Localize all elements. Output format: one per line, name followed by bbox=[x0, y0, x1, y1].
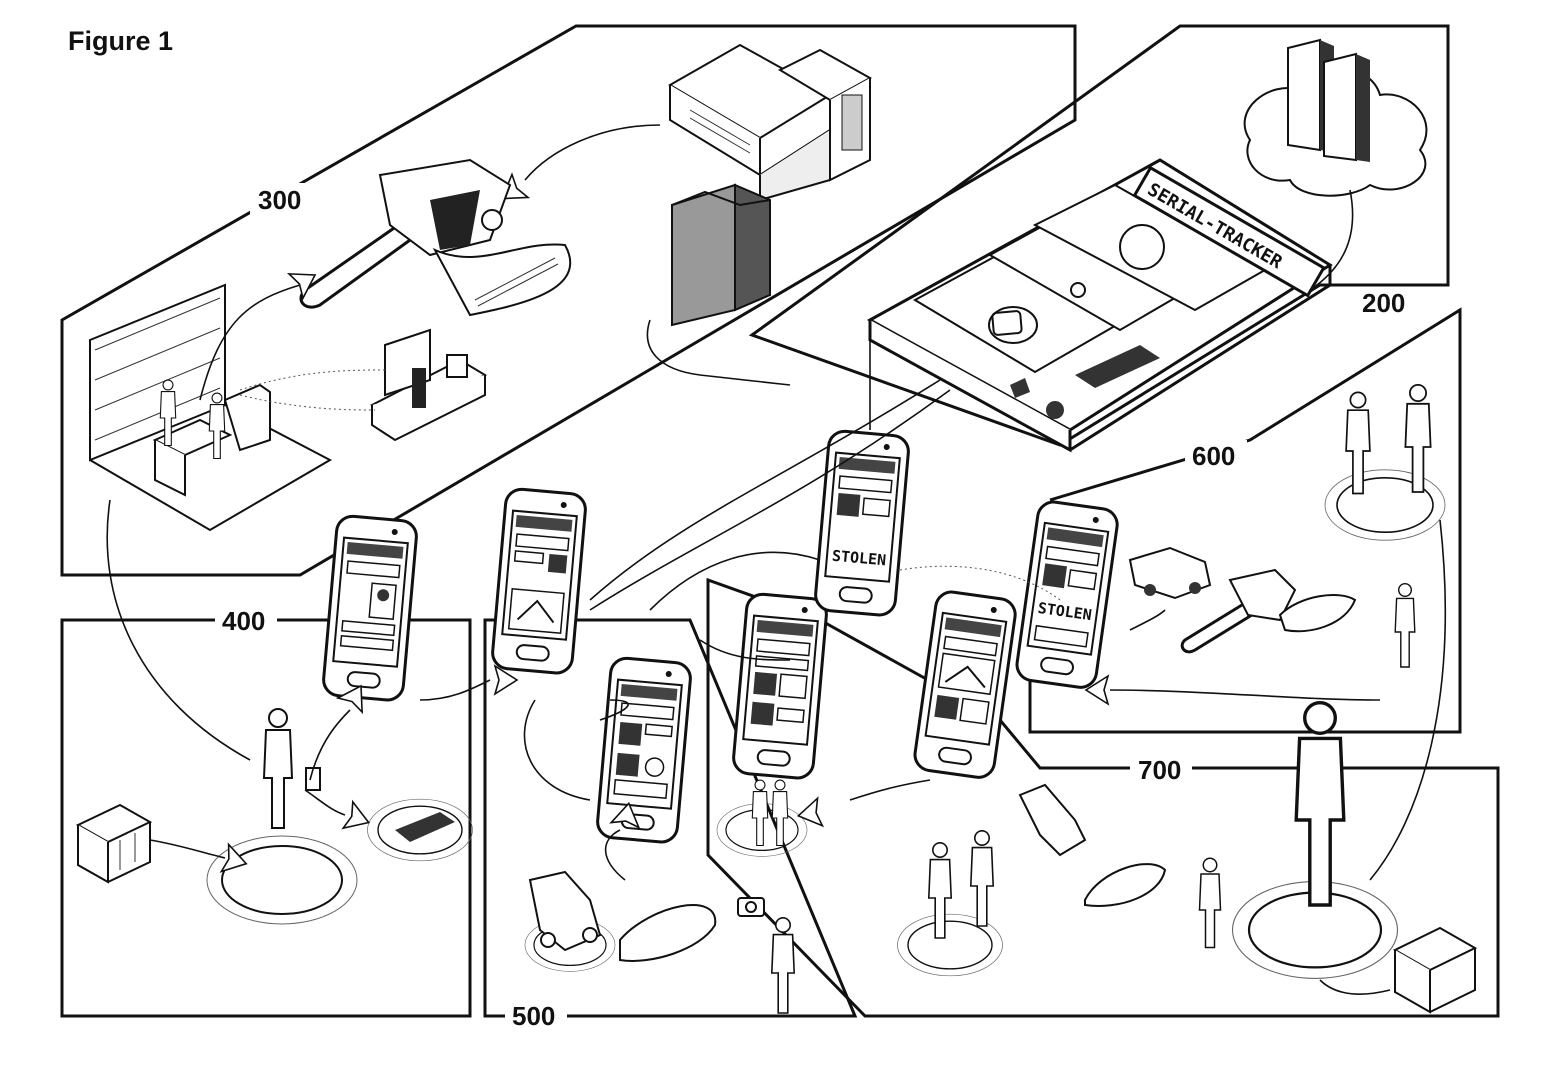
scanner-person-icon bbox=[772, 918, 794, 1013]
police-person-icon bbox=[1405, 385, 1430, 492]
serial-tracker-platform: SERIAL-TRACKER bbox=[870, 160, 1330, 450]
serial-tag-callout bbox=[435, 244, 570, 315]
customer-person-icon bbox=[971, 831, 993, 926]
seller-person-icon bbox=[772, 780, 787, 845]
figure-title: Figure 1 bbox=[68, 26, 173, 57]
serial-tag-callout-500 bbox=[620, 905, 715, 961]
lawnmower-icon bbox=[530, 872, 600, 950]
ref-label-500: 500 bbox=[512, 1001, 555, 1031]
registered-chainsaw-icon bbox=[395, 812, 455, 842]
ref-label-300: 300 bbox=[258, 185, 301, 215]
victim-person-icon bbox=[1346, 392, 1370, 493]
package-box-icon bbox=[78, 805, 150, 882]
phone-400[interactable] bbox=[322, 515, 417, 701]
buyer-person-icon bbox=[752, 780, 767, 845]
phone-500a[interactable] bbox=[491, 488, 586, 674]
finder-person-icon bbox=[1395, 584, 1415, 667]
serial-tag-callout-700 bbox=[1085, 864, 1165, 906]
data-center-rack bbox=[672, 185, 770, 325]
package-box-700-icon bbox=[1395, 928, 1475, 1012]
phone-500b[interactable] bbox=[596, 657, 691, 843]
camera-icon bbox=[738, 898, 764, 916]
phone-700a[interactable] bbox=[732, 593, 827, 779]
lawnmower-repair-icon bbox=[1020, 785, 1085, 855]
user-profile-icon bbox=[1120, 225, 1164, 269]
ref-label-400: 400 bbox=[222, 606, 265, 636]
car-icon bbox=[1130, 548, 1210, 598]
owner-person-icon bbox=[264, 709, 292, 828]
inspector-person-icon bbox=[1200, 858, 1221, 947]
server-rack-icon bbox=[1288, 40, 1370, 162]
phone-600a[interactable]: STOLEN bbox=[814, 430, 909, 616]
phone-600b[interactable]: STOLEN bbox=[1015, 500, 1119, 689]
serial-tag-callout-600 bbox=[1280, 595, 1355, 631]
factory-building-icon bbox=[670, 45, 870, 200]
ref-label-600: 600 bbox=[1192, 441, 1235, 471]
ref-label-200: 200 bbox=[1362, 288, 1405, 318]
cash-register-icon bbox=[372, 330, 485, 440]
ref-label-700: 700 bbox=[1138, 755, 1181, 785]
phone-700b[interactable] bbox=[913, 590, 1017, 779]
